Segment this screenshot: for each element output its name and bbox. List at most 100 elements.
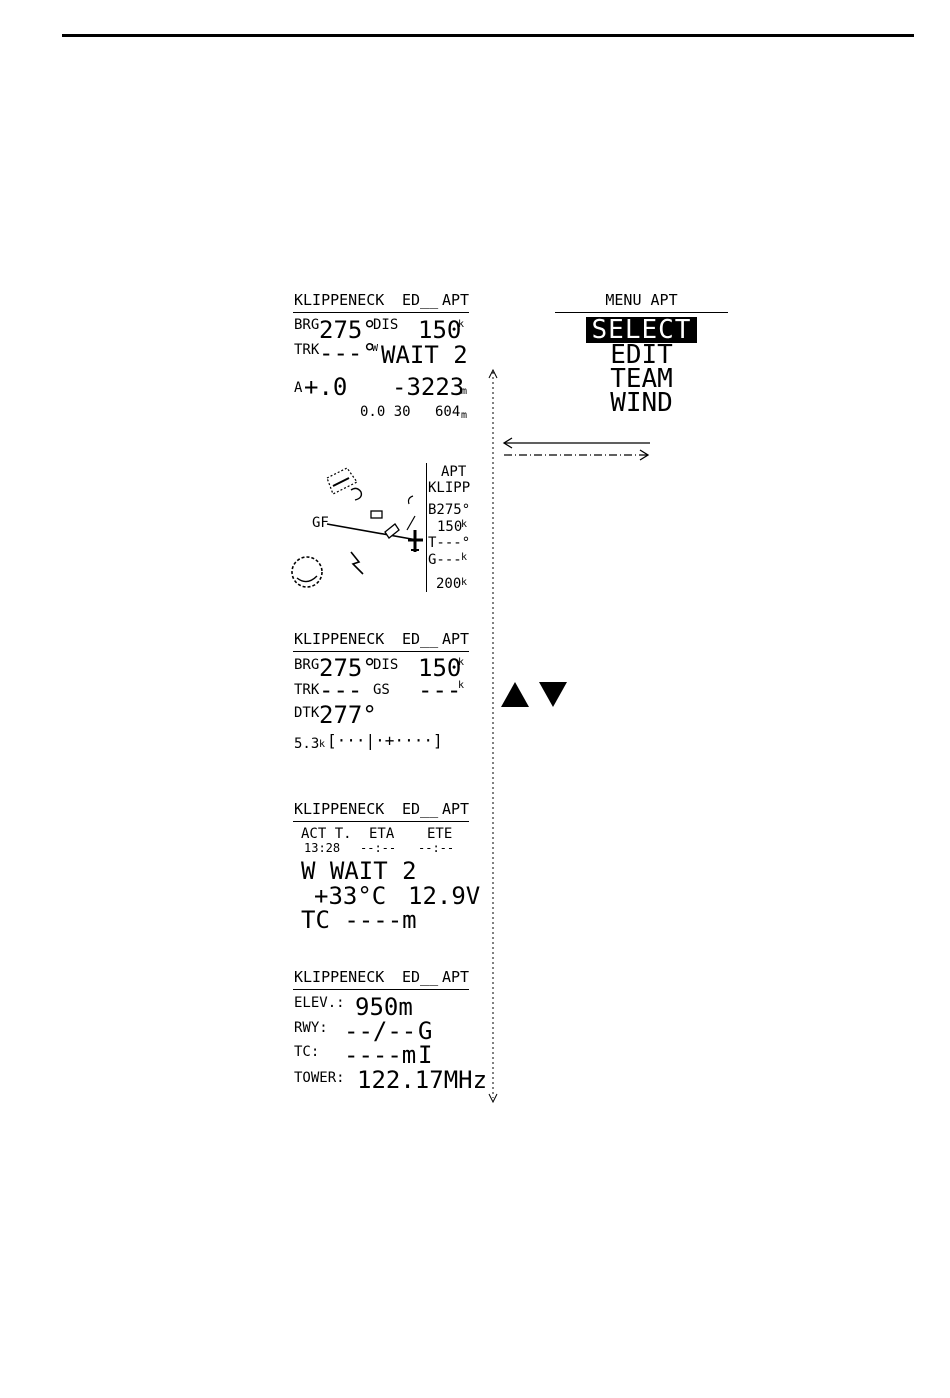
screen3-cdi-unit: k — [319, 739, 326, 750]
screen1-header-rule — [293, 312, 469, 313]
screen3-header-code: ED__ — [402, 630, 439, 648]
screen4-col-act: ACT T. — [301, 826, 352, 842]
up-arrow-icon — [501, 682, 529, 707]
screen5-elev-value: 950m — [355, 993, 413, 1021]
screen1-wait-prefix: W — [372, 343, 379, 354]
map-squiggle — [350, 551, 364, 575]
map-side-brg: B275° — [428, 502, 471, 518]
left-arrow — [502, 437, 650, 449]
airspace-circle — [291, 556, 323, 588]
airspace-area — [326, 467, 358, 495]
screen5-tc-suffix: I — [418, 1041, 433, 1069]
screen3-dis-unit: k — [458, 657, 465, 668]
screen1-alt-value: -3223 — [392, 373, 465, 401]
vertical-dotted-arrow — [488, 368, 498, 1104]
screen1-header-code: ED__ — [402, 291, 439, 309]
screen4-wait-line: W WAIT 2 — [301, 857, 417, 885]
screen4-header-rule — [293, 821, 469, 822]
screen4-col-ete: ETE — [427, 826, 453, 842]
screen3-brg-label: BRG — [294, 657, 320, 673]
map-label: GF — [312, 515, 329, 531]
menu-item-wind[interactable]: WIND — [610, 388, 673, 418]
map-side-scale-unit: k — [461, 577, 468, 588]
screen4-val-eta: --:-- — [360, 841, 397, 855]
screen3-dis-label: DIS — [373, 657, 399, 673]
map-loop — [350, 487, 363, 501]
screen4-val-act: 13:28 — [304, 841, 341, 855]
screen3-gs-unit: k — [458, 680, 465, 691]
menu-title-rule — [555, 312, 728, 313]
screen5-header-type: APT — [442, 968, 470, 986]
screen1-dis-unit: k — [458, 319, 465, 330]
screen1-a-value: +.0 — [304, 373, 348, 401]
screen1-a-label: A — [294, 380, 303, 396]
screen3-gs-value: --- — [418, 676, 462, 704]
screen4-col-eta: ETA — [369, 826, 395, 842]
map-side-type: APT — [441, 464, 467, 480]
screen4-val-ete: --:-- — [418, 841, 455, 855]
menu-item-select-label: SELECT — [585, 317, 698, 343]
screen5-rwy-value: --/-- — [344, 1017, 417, 1045]
screen4-header-type: APT — [442, 800, 470, 818]
screen1-dis-label: DIS — [373, 317, 399, 333]
screen5-elev-label: ELEV.: — [294, 995, 345, 1011]
screen4-temp: +33°C — [314, 882, 387, 910]
right-dashdot-arrow — [504, 449, 650, 461]
menu-item-edit[interactable]: EDIT — [610, 340, 673, 370]
screen3-cdi-bar: [···|·+····] — [327, 731, 443, 750]
screen5-tc-label: TC: — [294, 1044, 320, 1060]
map-graphic — [291, 467, 423, 588]
screen3-dtk-value: 277° — [319, 701, 377, 729]
menu-item-team[interactable]: TEAM — [610, 364, 673, 394]
screen1-trk-label: TRK — [294, 342, 320, 358]
screen4-volt: 12.9V — [408, 882, 481, 910]
page-top-rule — [62, 34, 914, 37]
screen5-tower-label: TOWER: — [294, 1070, 345, 1086]
screen4-header-code: ED__ — [402, 800, 439, 818]
map-side-dis: 150 — [437, 519, 463, 535]
down-arrow-icon — [539, 682, 567, 707]
screen1-bottom-right: 604 — [435, 404, 461, 420]
screen3-gs-label: GS — [373, 682, 390, 698]
screen5-tower-value: 122.17MHz — [357, 1066, 488, 1094]
screen3-header-type: APT — [442, 630, 470, 648]
screen4-tc-line: TC ----m — [301, 906, 417, 934]
screen1-trk-value: ---° — [319, 339, 377, 367]
course-line — [326, 523, 418, 541]
menu-item-select[interactable]: SELECT — [555, 317, 728, 343]
screen1-brg-label: BRG — [294, 317, 320, 333]
map-side-trk: T---° — [428, 535, 471, 551]
screen4-header-name: KLIPPENECK — [294, 800, 385, 818]
screen3-dis-value: 150 — [418, 654, 462, 682]
screen1-header-name: KLIPPENECK — [294, 291, 385, 309]
map-side-gs-unit: k — [461, 552, 468, 563]
screen3-header-name: KLIPPENECK — [294, 630, 385, 648]
screen5-rwy-suffix: G — [418, 1017, 433, 1045]
screen5-header-name: KLIPPENECK — [294, 968, 385, 986]
screen3-brg-value: 275° — [319, 654, 377, 682]
screen3-dtk-label: DTK — [294, 705, 320, 721]
screen3-cdi-dist: 5.3 — [294, 736, 320, 752]
screen1-bottom-left: 0.0 30 — [360, 404, 411, 420]
map-side-divider — [426, 463, 427, 592]
aircraft-icon — [408, 530, 423, 552]
waypoint-diamond — [384, 523, 400, 539]
screen1-alt-unit: m — [461, 386, 468, 397]
map-side-name: KLIPP — [428, 480, 471, 496]
screen1-bottom-unit: m — [461, 410, 468, 421]
screen3-trk-label: TRK — [294, 682, 320, 698]
screen1-wait-text: WAIT 2 — [381, 341, 468, 369]
screen5-header-code: ED__ — [402, 968, 439, 986]
map-side-scale: 200 — [436, 576, 462, 592]
screen1-dis-value: 150 — [418, 316, 462, 344]
screen1-brg-value: 275° — [319, 316, 377, 344]
map-side-dis-unit: k — [461, 519, 468, 530]
screen3-trk-value: --- — [319, 676, 363, 704]
screen5-rwy-label: RWY: — [294, 1020, 328, 1036]
map-side-gs: G--- — [428, 552, 462, 568]
menu-title: MENU APT — [605, 291, 678, 309]
map-rect — [370, 510, 383, 519]
screen5-header-rule — [293, 989, 469, 990]
screen5-tc-value: ----m — [344, 1041, 417, 1069]
